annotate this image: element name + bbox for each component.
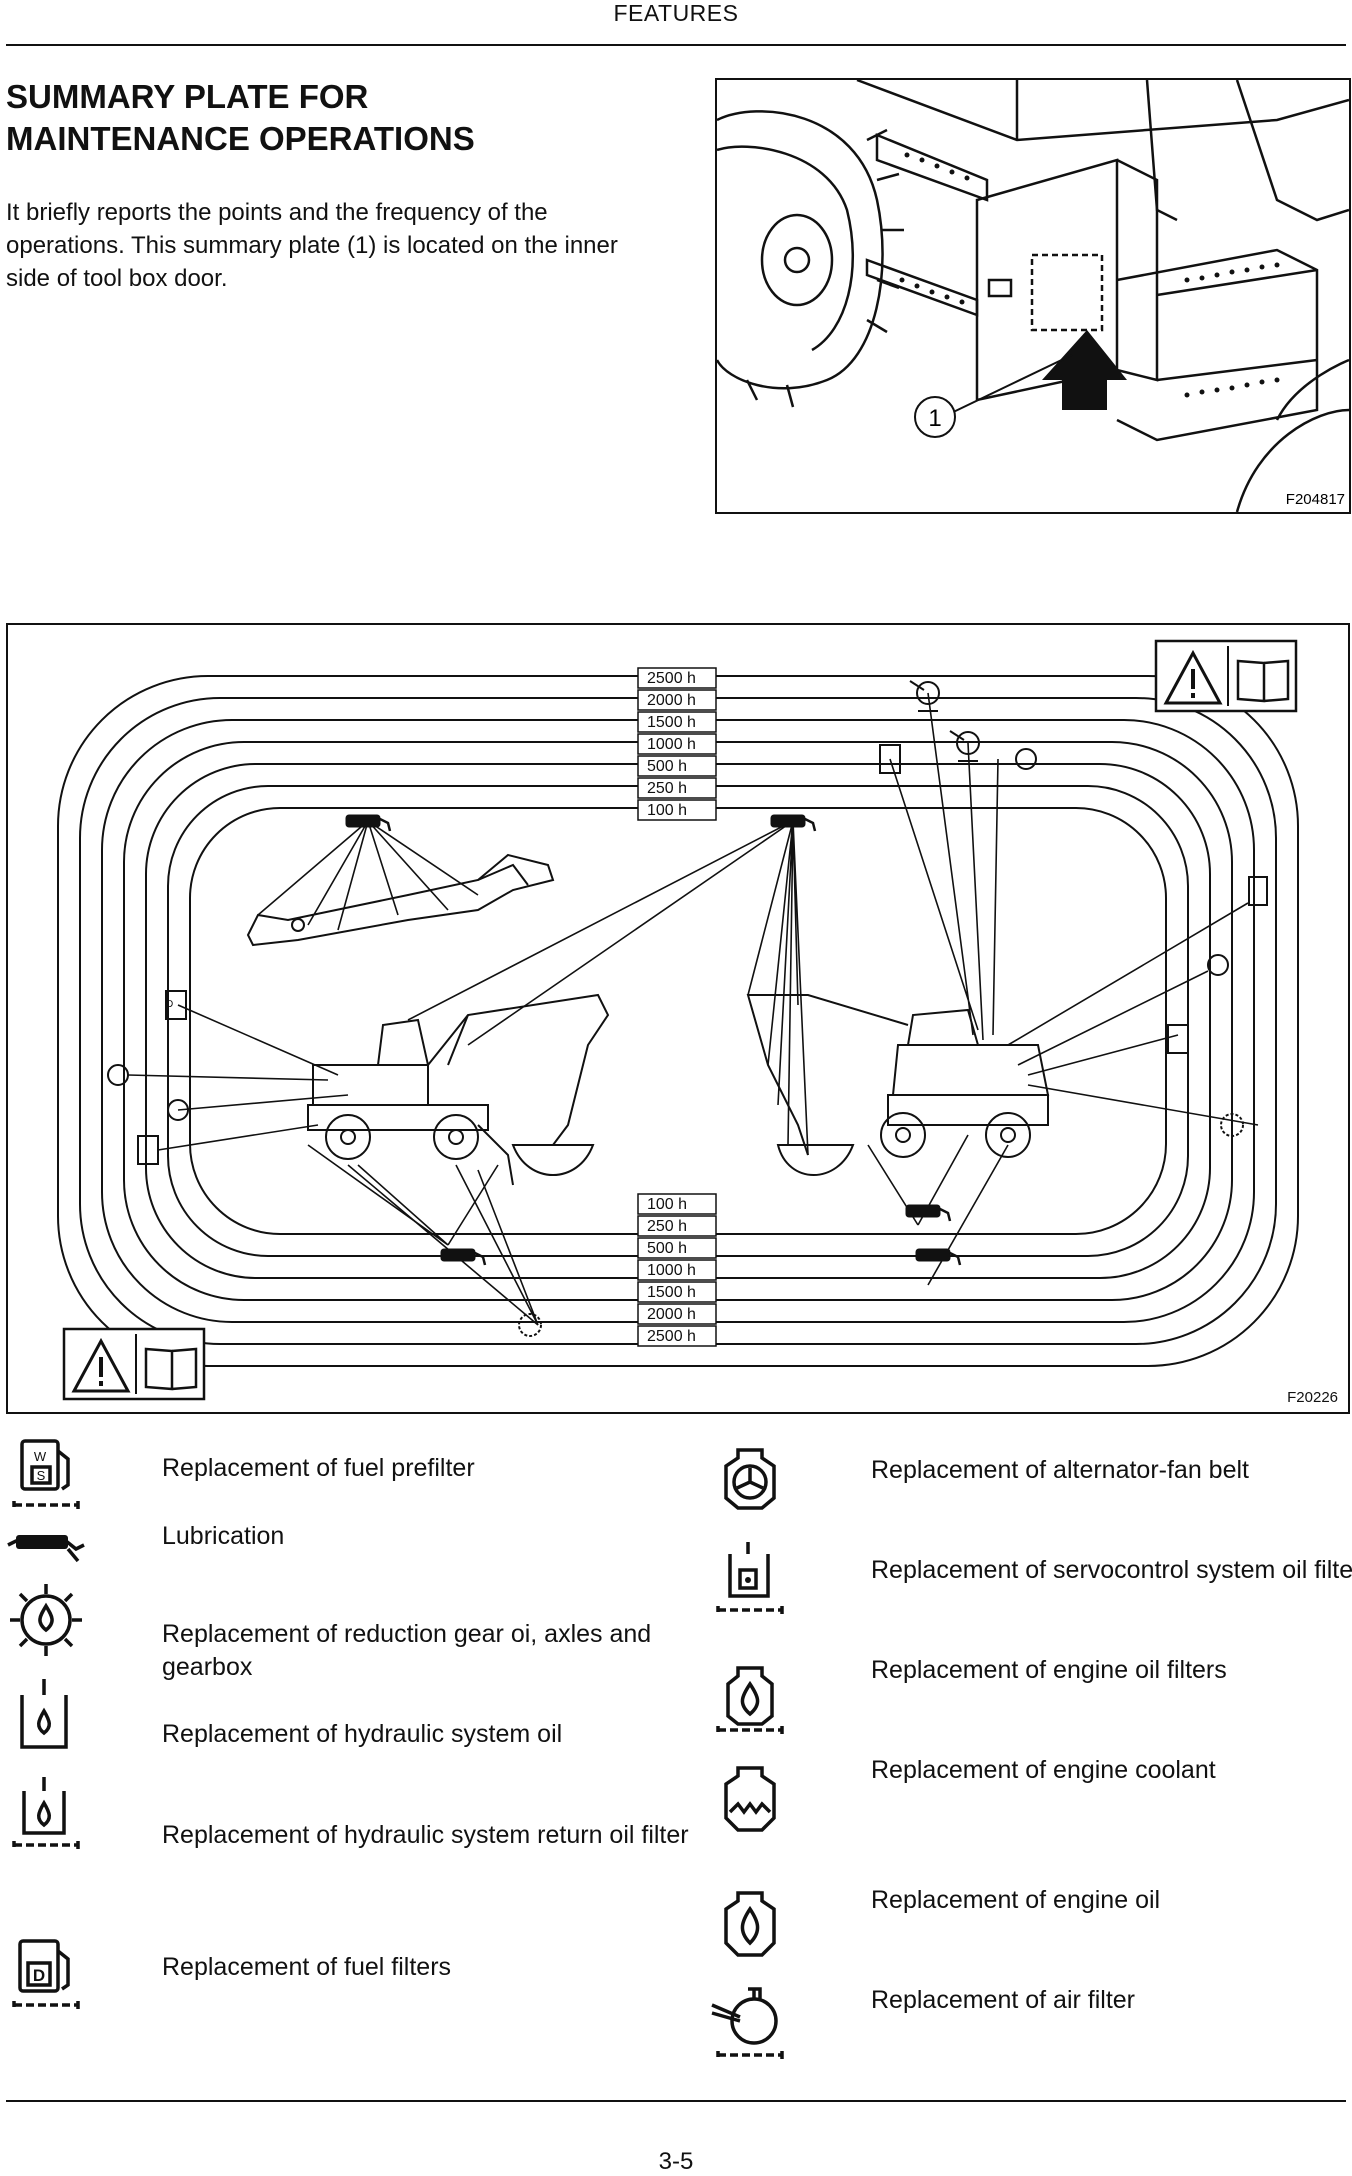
svg-text:S: S (37, 1468, 46, 1483)
grease-gun-icon (440, 1248, 487, 1266)
legend-right-item-label: Replacement of engine coolant (871, 1756, 1216, 1784)
excavator-right-drawing (746, 994, 1050, 1176)
reduction-gear-oil-icon (518, 1313, 542, 1337)
interval-label: 250 h (647, 780, 687, 797)
engine-oil-icon (710, 1885, 790, 1965)
interval-label: 2500 h (647, 1328, 696, 1345)
toolbox-drawing: 1 F204817 (717, 80, 1349, 512)
hydraulic-return-filter-icon (6, 1775, 86, 1855)
legend-left-item-label: Replacement of fuel filters (162, 1953, 452, 1981)
alternator-fan-belt-icon (710, 1440, 790, 1520)
ring-service-icons: D (107, 680, 1268, 1337)
interval-label: 1000 h (647, 736, 696, 753)
interval-label: 2000 h (647, 1306, 696, 1323)
page-number: 3-5 (658, 2148, 694, 2175)
legend-left-item-label: Replacement of hydraulic system return o… (162, 1821, 689, 1849)
grease-gun-icon (915, 1248, 962, 1266)
engine-oil-icon (1207, 954, 1229, 976)
legend-right-item-label: Replacement of engine oil filters (871, 1656, 1227, 1684)
legend-right-item-label: Replacement of servocontrol system oil f… (871, 1556, 1352, 1584)
engine-coolant-icon (710, 1760, 790, 1840)
engine-oil-filter-icon (1015, 748, 1037, 770)
hydraulic-oil-icon (1248, 876, 1268, 906)
svg-text:D: D (33, 1966, 45, 1985)
fuel-filter-icon (165, 990, 187, 1020)
section-heading-line1: SUMMARY PLATE FOR (6, 78, 369, 115)
engine-oil-filter-icon (710, 1660, 790, 1740)
fuel-prefilter-icon (137, 1135, 159, 1165)
engine-coolant-icon (107, 1064, 129, 1086)
servocontrol-filter-icon (710, 1540, 790, 1620)
air-filter-icon (949, 730, 980, 762)
legend-right-item-label: Replacement of alternator-fan belt (871, 1456, 1249, 1484)
legend-left-item-label: Replacement of fuel prefilter (162, 1454, 475, 1482)
air-filter-icon (710, 1985, 790, 2065)
diesel-mini-label: D (166, 999, 173, 1010)
legend-left-item-label: Lubrication (162, 1522, 285, 1550)
interval-ring (189, 807, 1167, 1235)
warning-icon (1163, 649, 1223, 705)
interval-label: 100 h (647, 1196, 687, 1213)
legend-right-item-label: Replacement of engine oil (871, 1886, 1161, 1914)
interval-ring (167, 785, 1189, 1257)
manual-icon (1236, 659, 1290, 703)
warning-manual-plaque-bottom (62, 1327, 206, 1401)
interval-label: 100 h (647, 802, 687, 819)
reduction-gear-oil-icon (6, 1580, 86, 1660)
fuel-filter-icon: D (6, 1935, 86, 2015)
legend-right-item-label: Replacement of air filter (871, 1986, 1136, 2014)
grease-gun-icon (345, 814, 392, 832)
intro-paragraph: It briefly reports the points and the fr… (6, 199, 618, 292)
servocontrol-filter-icon (879, 744, 901, 774)
footer-rule (6, 2100, 1346, 2102)
hydraulic-return-filter-icon (1167, 1024, 1189, 1054)
interval-label: 1500 h (647, 1284, 696, 1301)
hydraulic-oil-icon (6, 1675, 86, 1755)
legend-left-item-label: Replacement of reduction gear oi, axles … (162, 1620, 652, 1681)
boom-arm-drawing (246, 853, 555, 947)
svg-text:W: W (34, 1449, 47, 1464)
interval-label: 500 h (647, 1240, 687, 1257)
air-filter-icon (909, 680, 940, 712)
page-header-title: FEATURES (613, 0, 739, 26)
leader-lines (127, 692, 1259, 1326)
grease-gun-icon (905, 1204, 952, 1222)
photo-figure-code: F204817 (1286, 491, 1345, 508)
grease-gun-icon (6, 1505, 86, 1585)
warning-icon (71, 1337, 131, 1393)
diagram-figure-code: F20226 (1287, 1389, 1338, 1406)
alternator-fan-belt-icon (167, 1099, 189, 1121)
excavator-left-drawing (307, 993, 610, 1186)
toolbox-illustration: 1 F204817 (715, 78, 1351, 514)
legend-left-item-label: Replacement of hydraulic system oil (162, 1720, 563, 1748)
warning-manual-plaque-top (1154, 639, 1298, 713)
grease-gun-icon (770, 814, 817, 832)
interval-label: 1500 h (647, 714, 696, 731)
callout-number: 1 (928, 405, 941, 432)
manual-icon (144, 1347, 198, 1391)
header-rule (6, 44, 1346, 46)
interval-label: 250 h (647, 1218, 687, 1235)
reduction-gear-oil-icon (1220, 1113, 1244, 1137)
interval-label: 2000 h (647, 692, 696, 709)
interval-label: 500 h (647, 758, 687, 775)
arrow-icon (1042, 330, 1127, 410)
interval-label: 2500 h (647, 670, 696, 687)
callout-circle (914, 396, 956, 438)
interval-label: 1000 h (647, 1262, 696, 1279)
section-heading: SUMMARY PLATE FOR MAINTENANCE OPERATIONS (6, 76, 475, 160)
section-heading-line2: MAINTENANCE OPERATIONS (6, 120, 475, 157)
